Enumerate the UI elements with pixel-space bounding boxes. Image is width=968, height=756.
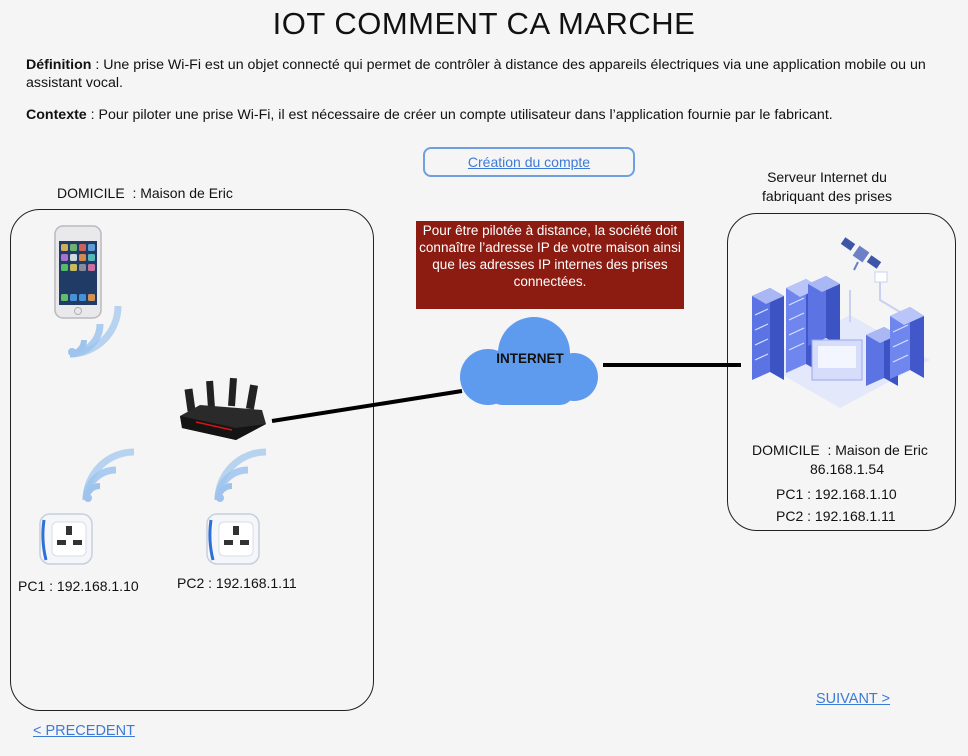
server-public-ip: 86.168.1.54 (810, 461, 884, 477)
cloud-icon (460, 317, 598, 405)
home-pc2-label: PC2 : 192.168.1.11 (177, 575, 297, 591)
home-zone (10, 209, 374, 711)
page-title: IOT COMMENT CA MARCHE (272, 6, 696, 41)
context-text: : Pour piloter une prise Wi-Fi, il est n… (86, 107, 833, 123)
wifi-signal-icon (214, 448, 267, 502)
server-icon (752, 271, 930, 408)
wifi-signal-icon (82, 448, 135, 502)
internet-label: INTERNET (496, 351, 564, 366)
satellite-icon (840, 237, 882, 271)
server-pc2-label: PC2 : 192.168.1.11 (776, 508, 896, 524)
definition-text: : Une prise Wi-Fi est un objet connecté … (26, 57, 926, 91)
server-title-line1: Serveur Internet du (767, 169, 887, 185)
context-paragraph: Contexte : Pour piloter une prise Wi-Fi,… (26, 106, 951, 124)
previous-link[interactable]: < PRECEDENT (33, 723, 135, 739)
wifi-signal-icon (68, 305, 122, 358)
smart-plug-icon (39, 513, 93, 565)
smart-plug-icon (206, 513, 260, 565)
info-box: Pour être pilotée à distance, la société… (416, 221, 684, 309)
server-pc1-label: PC1 : 192.168.1.10 (776, 486, 897, 502)
server-zone (727, 213, 956, 531)
home-title: DOMICILE : Maison de Eric (57, 185, 233, 201)
context-label: Contexte (26, 107, 87, 123)
next-link[interactable]: SUIVANT > (816, 691, 891, 707)
create-account-button[interactable]: Création du compte (423, 147, 635, 177)
definition-label: Définition (26, 57, 92, 73)
server-domicile-label: DOMICILE : Maison de Eric (752, 442, 928, 458)
home-pc1-label: PC1 : 192.168.1.10 (18, 578, 139, 594)
smartphone-icon (54, 225, 102, 319)
definition-paragraph: Définition : Une prise Wi-Fi est un obje… (26, 56, 951, 92)
router-icon (180, 377, 266, 440)
server-title-line2: fabriquant des prises (762, 188, 892, 204)
router-internet-link (271, 389, 463, 423)
